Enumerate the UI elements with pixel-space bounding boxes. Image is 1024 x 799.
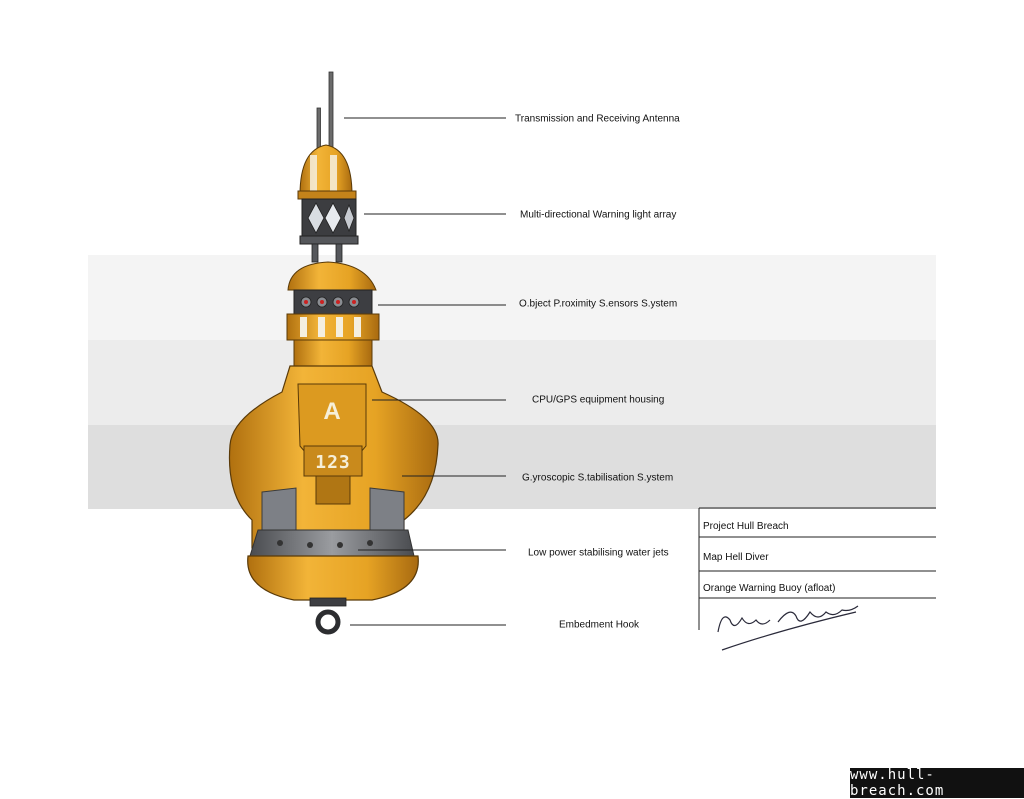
bottom-bowl (247, 555, 419, 607)
title-block-frame (698, 507, 936, 630)
background-band-mid (88, 340, 936, 425)
label-water-jets: Low power stabilising water jets (528, 547, 669, 559)
leader-lines (344, 117, 506, 626)
proximity-sensor-ring (286, 261, 380, 367)
title-block-item: Orange Warning Buoy (afloat) (703, 583, 836, 594)
title-block-project: Project Hull Breach (703, 521, 789, 532)
embedment-hook (315, 609, 341, 635)
footer-url-text[interactable]: www.hull-breach.com (850, 767, 945, 799)
label-cpu-gps: CPU/GPS equipment housing (532, 394, 665, 406)
footer-url[interactable]: www.hull-breach.com (850, 767, 1024, 799)
light-array-cage (299, 198, 359, 263)
background-band-light (88, 255, 936, 340)
title-block-map: Map Hell Diver (703, 552, 769, 563)
label-antenna: Transmission and Receiving Antenna (515, 113, 680, 125)
label-proximity-sensors: O.bject P.roximity S.ensors S.ystem (519, 298, 678, 310)
warning-light-dome (297, 144, 357, 200)
antenna (316, 71, 334, 153)
label-embedment-hook: Embedment Hook (559, 619, 640, 631)
label-gyroscopic: G.yroscopic S.tabilisation S.ystem (522, 472, 674, 484)
signature (717, 605, 859, 651)
buoy-emblem: A (323, 398, 341, 425)
buoy-number: 123 (315, 452, 351, 473)
label-light-array: Multi-directional Warning light array (520, 209, 677, 221)
